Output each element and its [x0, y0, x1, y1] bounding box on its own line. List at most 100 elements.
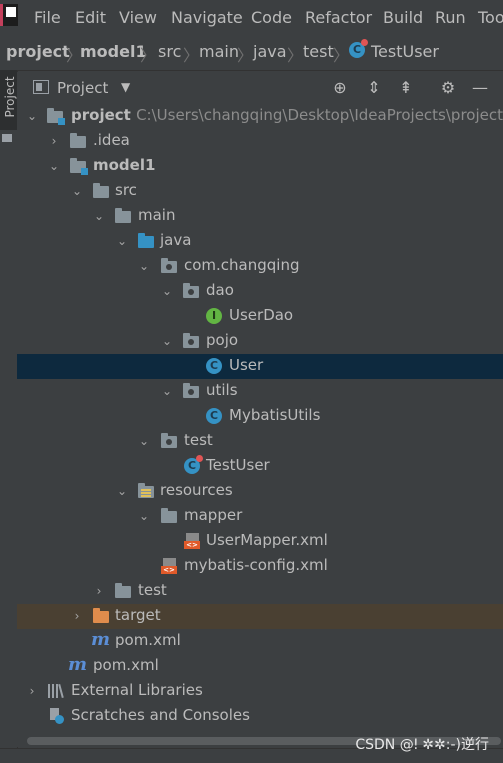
- chevron-down-icon[interactable]: ⌄: [48, 159, 60, 173]
- tree-label: mybatis-config.xml: [184, 556, 328, 574]
- chevron-down-icon[interactable]: ⌄: [161, 384, 173, 398]
- tree-row-model1[interactable]: ⌄ model1: [17, 154, 503, 179]
- tree-row-mapper[interactable]: ⌄ mapper: [17, 504, 503, 529]
- gear-icon[interactable]: ⚙: [440, 78, 456, 97]
- breadcrumb-project[interactable]: project: [6, 42, 70, 61]
- menu-navigate[interactable]: Navigate: [171, 8, 243, 27]
- expand-all-icon[interactable]: ⇕: [367, 78, 381, 97]
- test-class-icon: C: [184, 455, 203, 475]
- tree-row-external-libraries[interactable]: › External Libraries: [17, 679, 503, 704]
- chevron-down-icon[interactable]: ⌄: [71, 184, 83, 198]
- tree-row-project[interactable]: ⌄ project C:\Users\changqing\Desktop\Ide…: [17, 104, 503, 129]
- chevron-right-icon[interactable]: ›: [51, 134, 57, 148]
- tree-label: utils: [206, 381, 238, 399]
- menu-build[interactable]: Build: [383, 8, 424, 27]
- tree-row-scratches[interactable]: Scratches and Consoles: [17, 704, 503, 729]
- breadcrumb-java[interactable]: java: [253, 42, 287, 61]
- tree-label: UserDao: [229, 306, 294, 324]
- scrollbar-thumb[interactable]: [27, 737, 501, 745]
- project-side-tab[interactable]: [0, 70, 17, 130]
- tree-label: test: [184, 431, 213, 449]
- breadcrumb-model1[interactable]: model1: [80, 42, 147, 61]
- folder-icon: [93, 183, 110, 200]
- tree-row-mybatis-config-xml[interactable]: mybatis-config.xml: [17, 554, 503, 579]
- chevron-right-icon: 〉: [333, 46, 350, 65]
- tree-row-pom-project[interactable]: m pom.xml: [17, 654, 503, 679]
- breadcrumb-src[interactable]: src: [158, 42, 182, 61]
- menu-run[interactable]: Run: [435, 8, 466, 27]
- chevron-down-icon[interactable]: ⌄: [116, 484, 128, 498]
- tree-row-resources[interactable]: ⌄ resources: [17, 479, 503, 504]
- tree-row-userdao[interactable]: I UserDao: [17, 304, 503, 329]
- chevron-right-icon[interactable]: ›: [96, 584, 102, 598]
- tree-row-target[interactable]: › target: [17, 604, 503, 629]
- tree-row-main[interactable]: ⌄ main: [17, 204, 503, 229]
- chevron-down-icon[interactable]: ⌄: [116, 234, 128, 248]
- package-icon: [161, 258, 178, 275]
- folder-icon: [115, 208, 132, 225]
- project-side-tab-label: Project: [3, 76, 17, 118]
- chevron-down-icon[interactable]: ⌄: [138, 434, 150, 448]
- tree-row-user[interactable]: C User: [17, 354, 503, 379]
- tree-row-src[interactable]: ⌄ src: [17, 179, 503, 204]
- chevron-down-icon[interactable]: ⌄: [138, 509, 150, 523]
- collapse-all-icon[interactable]: ⇞: [399, 78, 413, 97]
- chevron-down-icon[interactable]: ▼: [121, 80, 131, 94]
- tree-label: User: [229, 356, 264, 374]
- breadcrumb-test[interactable]: test: [303, 42, 334, 61]
- chevron-down-icon[interactable]: ⌄: [161, 334, 173, 348]
- breadcrumb-main[interactable]: main: [199, 42, 239, 61]
- class-icon: C: [206, 358, 223, 375]
- tree-row-pojo[interactable]: ⌄ pojo: [17, 329, 503, 354]
- menu-code[interactable]: Code: [251, 8, 292, 27]
- scratches-icon: [48, 708, 65, 725]
- menu-bar: File Edit View Navigate Code Refactor Bu…: [0, 0, 503, 34]
- resources-folder-icon: [138, 483, 155, 500]
- tree-row-test-folder[interactable]: › test: [17, 579, 503, 604]
- tree-label: .idea: [93, 131, 130, 149]
- class-icon: C: [206, 408, 223, 425]
- tree-row-usermapper-xml[interactable]: UserMapper.xml: [17, 529, 503, 554]
- libraries-icon: [48, 683, 65, 700]
- interface-icon: I: [206, 308, 223, 325]
- maven-icon: m: [68, 654, 88, 675]
- source-folder-icon: [138, 233, 155, 250]
- tree-label: project: [71, 106, 131, 124]
- toolwindow-title[interactable]: Project: [57, 79, 109, 97]
- menu-tools[interactable]: Too: [478, 8, 503, 27]
- xml-file-icon: [161, 558, 178, 575]
- menu-file[interactable]: File: [34, 8, 61, 27]
- minimize-icon[interactable]: —: [472, 78, 488, 97]
- tree-label: mapper: [184, 506, 243, 524]
- test-class-icon: C: [349, 39, 368, 59]
- tree-label: target: [115, 606, 161, 624]
- chevron-right-icon[interactable]: ›: [74, 609, 80, 623]
- tree-row-com-changqing[interactable]: ⌄ com.changqing: [17, 254, 503, 279]
- menu-view[interactable]: View: [119, 8, 157, 27]
- tree-row-java[interactable]: ⌄ java: [17, 229, 503, 254]
- horizontal-scrollbar[interactable]: [17, 735, 503, 747]
- tree-row-pom-model1[interactable]: m pom.xml: [17, 629, 503, 654]
- chevron-down-icon[interactable]: ⌄: [161, 284, 173, 298]
- tree-row-testuser[interactable]: C TestUser: [17, 454, 503, 479]
- tree-row-mybatisutils[interactable]: C MybatisUtils: [17, 404, 503, 429]
- chevron-right-icon: 〉: [140, 46, 157, 65]
- chevron-down-icon[interactable]: ⌄: [93, 209, 105, 223]
- locate-icon[interactable]: ⊕: [333, 78, 347, 97]
- menu-edit[interactable]: Edit: [75, 8, 106, 27]
- chevron-right-icon[interactable]: ›: [29, 684, 35, 698]
- tree-row-dao[interactable]: ⌄ dao: [17, 279, 503, 304]
- chevron-right-icon: 〉: [183, 46, 200, 65]
- tree-row-idea[interactable]: › .idea: [17, 129, 503, 154]
- project-path: C:\Users\changqing\Desktop\IdeaProjects\…: [136, 106, 503, 124]
- tree-row-test-package[interactable]: ⌄ test: [17, 429, 503, 454]
- chevron-right-icon: 〉: [287, 46, 304, 65]
- chevron-down-icon[interactable]: ⌄: [26, 109, 38, 123]
- tree-label: TestUser: [206, 456, 270, 474]
- project-tree: ⌄ project C:\Users\changqing\Desktop\Ide…: [17, 104, 503, 740]
- tree-row-utils[interactable]: ⌄ utils: [17, 379, 503, 404]
- menu-refactor[interactable]: Refactor: [305, 8, 373, 27]
- breadcrumb-testuser[interactable]: TestUser: [371, 42, 439, 61]
- chevron-down-icon[interactable]: ⌄: [138, 259, 150, 273]
- watermark: CSDN @ǃ ✲✲:-)逆行: [355, 737, 489, 753]
